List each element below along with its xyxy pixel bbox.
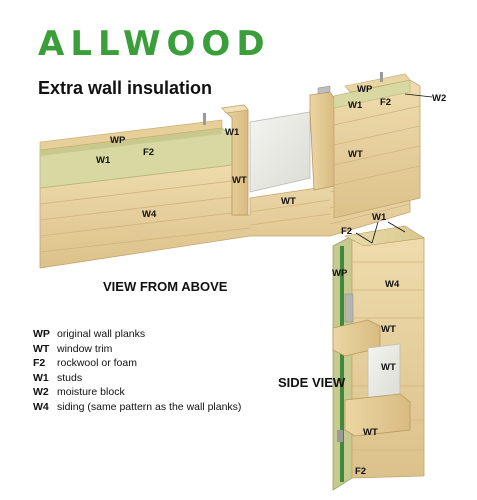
label-w1: W1 <box>225 127 240 138</box>
label-wp: WP <box>357 84 373 95</box>
label-wt: WT <box>232 175 247 186</box>
label-f2: F2 <box>355 466 366 477</box>
side-view-wall <box>332 225 425 491</box>
page-title: Extra wall insulation <box>38 78 213 98</box>
label-wt: WT <box>363 427 378 438</box>
label-w4: W4 <box>385 279 400 290</box>
label-w1: W1 <box>348 100 363 111</box>
label-wp: WP <box>110 135 126 146</box>
label-wt: WT <box>381 362 396 373</box>
label-wt: WT <box>281 196 296 207</box>
top-view-wall <box>39 72 421 269</box>
label-w1: W1 <box>372 212 387 223</box>
label-w1: W1 <box>96 155 111 166</box>
label-wt: WT <box>381 324 396 335</box>
label-f2: F2 <box>380 97 391 108</box>
label-w4: W4 <box>142 209 157 220</box>
label-f2: F2 <box>143 147 154 158</box>
brand-logo: ALLWOOD <box>38 24 271 64</box>
label-f2: F2 <box>341 226 352 237</box>
side-view-label: SIDE VIEW <box>278 375 346 390</box>
label-wt: WT <box>348 149 363 160</box>
label-wp: WP <box>332 268 348 279</box>
label-w2: W2 <box>432 93 446 104</box>
view-from-above-label: VIEW FROM ABOVE <box>103 279 228 294</box>
